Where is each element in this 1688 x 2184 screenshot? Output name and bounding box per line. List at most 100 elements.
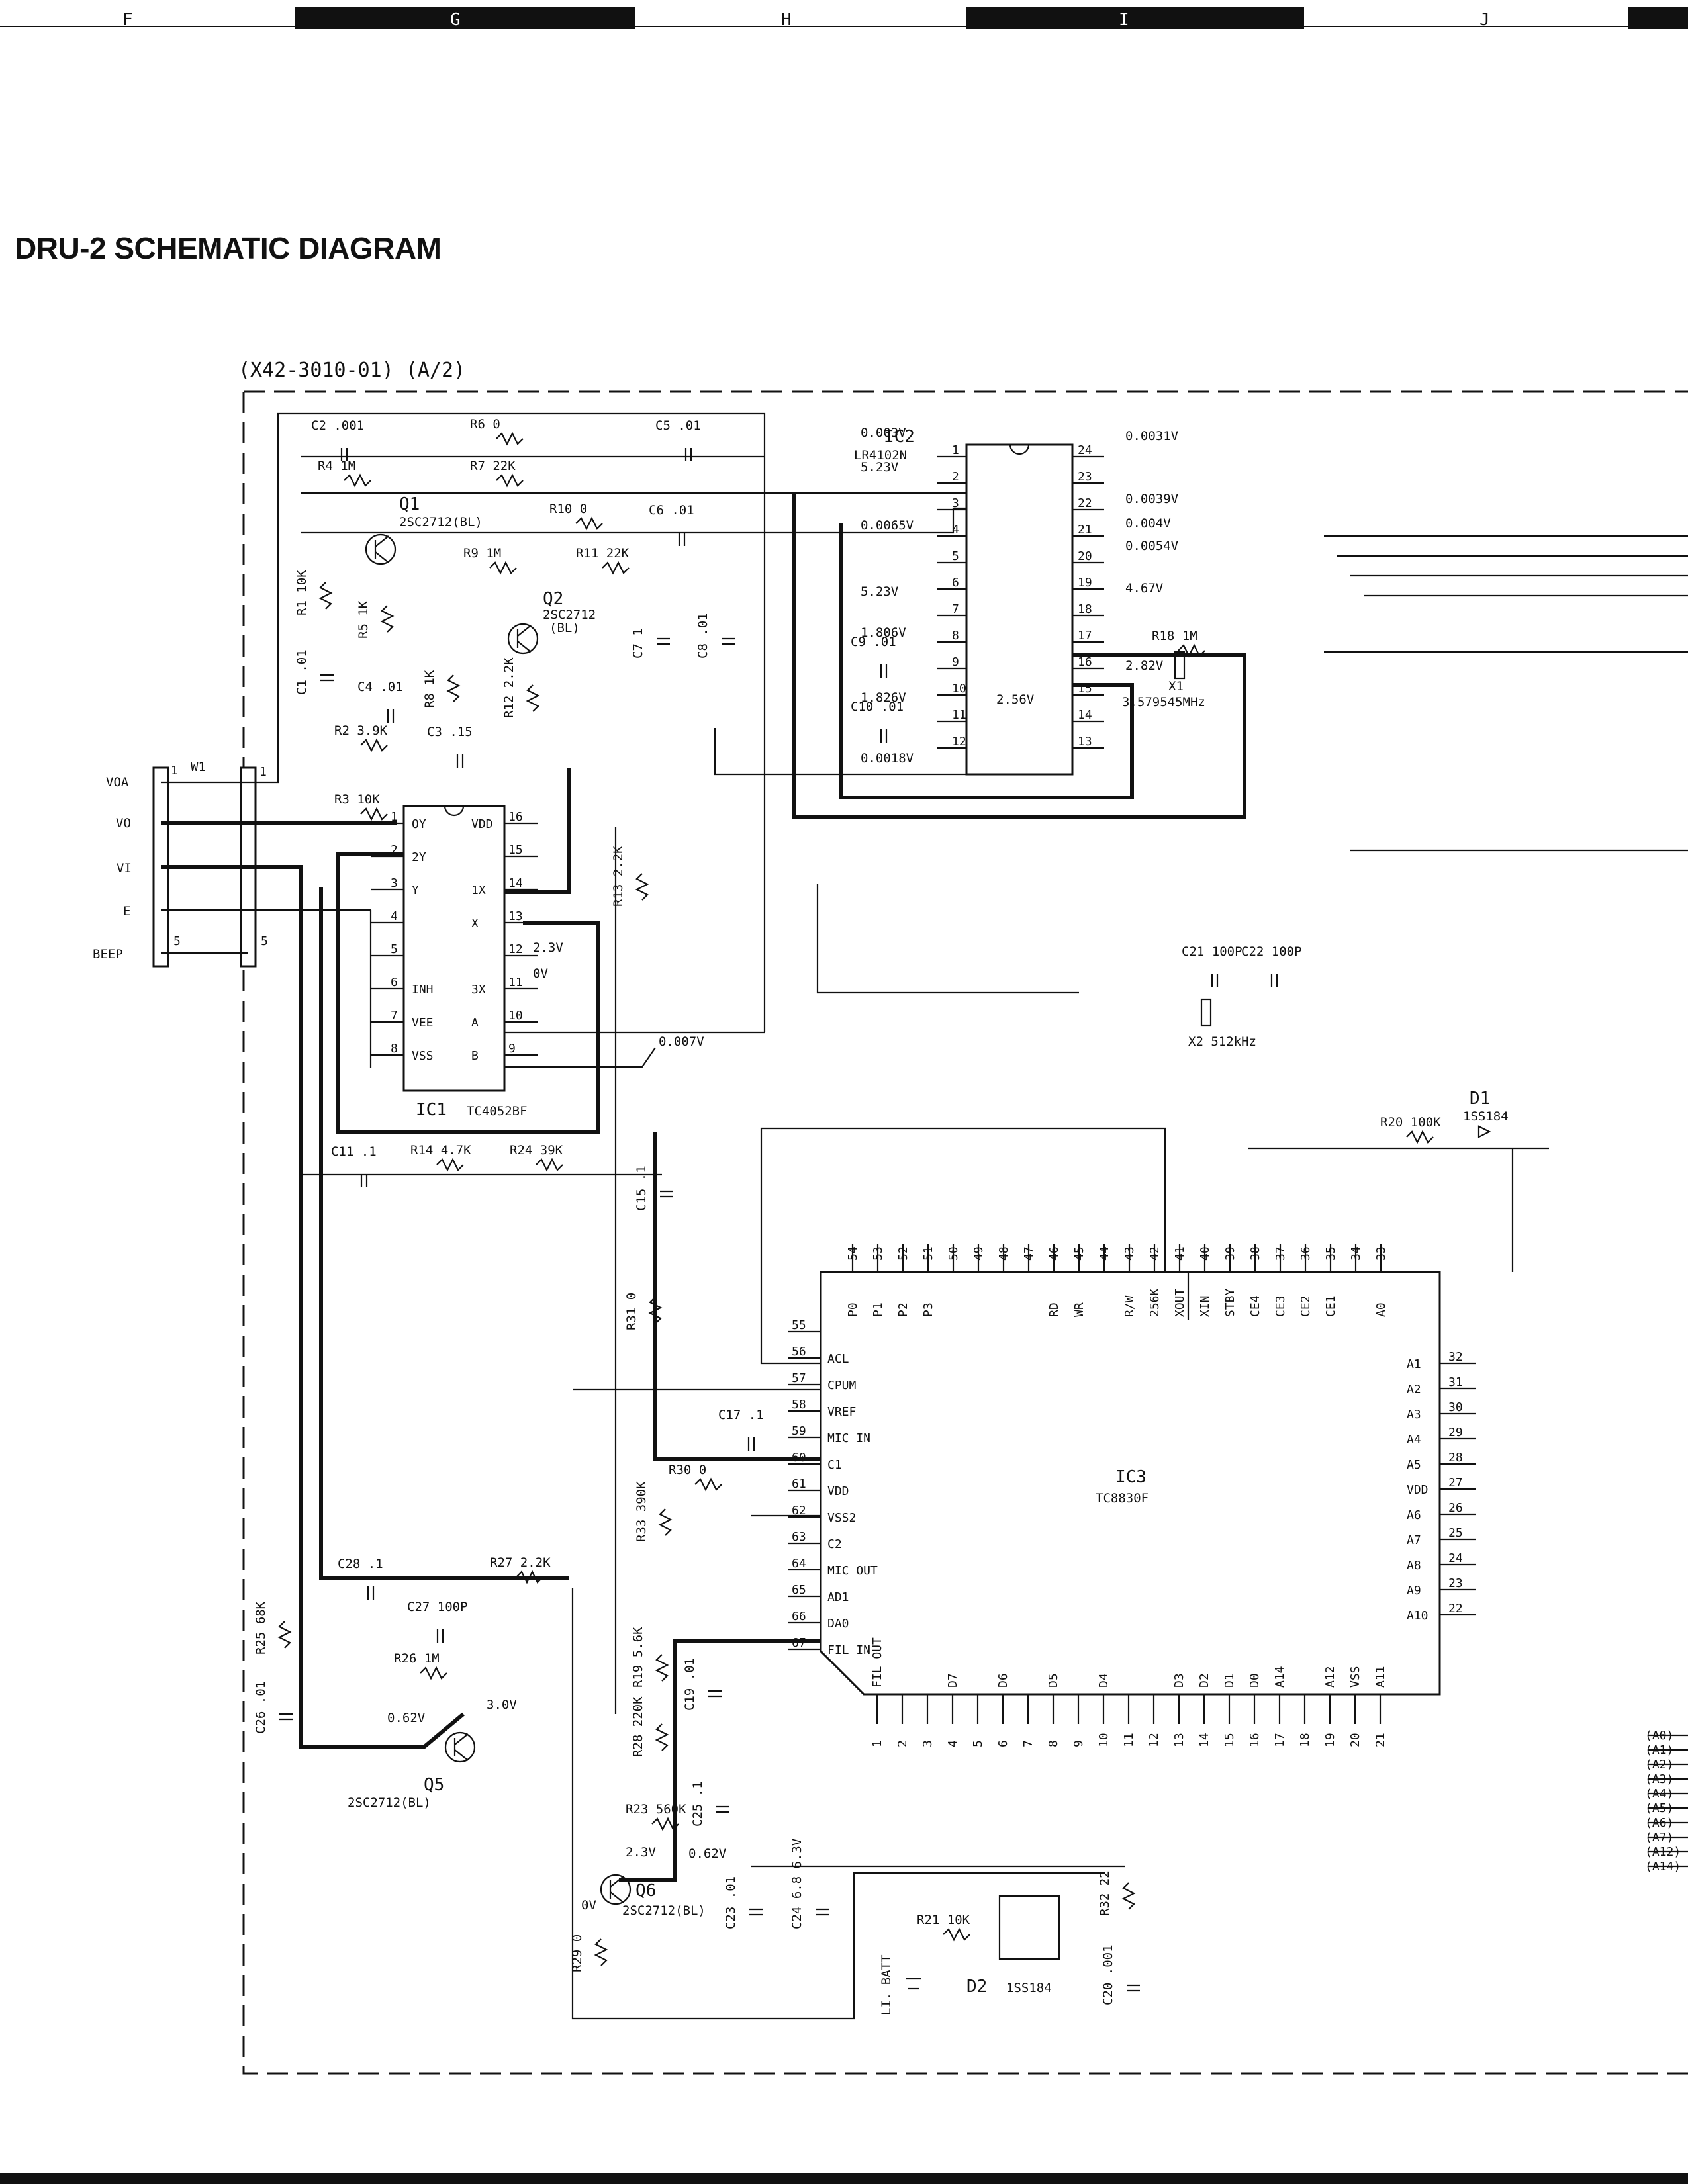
ic3-pin-name: D6 <box>996 1673 1010 1688</box>
resistor-r6: R6 0 <box>470 417 524 446</box>
transistor-emitter <box>517 641 532 653</box>
capacitor-label: C3 .15 <box>427 725 473 739</box>
ic2-voltage: 0.004V <box>1125 516 1171 531</box>
resistor-symbol <box>277 1621 292 1649</box>
ic2: IC2 LR4102N 1234567891011120.003V5.23V0.… <box>854 426 1178 776</box>
ic2-voltage: 0.0039V <box>1125 492 1178 506</box>
main-wiring <box>301 455 1688 2020</box>
resistor-label: R4 1M <box>318 459 355 473</box>
ic1-pin-number: 5 <box>391 942 398 956</box>
ic3-pin-name: VDD <box>827 1484 849 1498</box>
ic1-pin-name: 1X <box>471 884 486 897</box>
ic3-pin-number: 31 <box>1448 1375 1463 1389</box>
ic3-pin-number: 49 <box>972 1246 986 1261</box>
ic3-pin-name: D5 <box>1047 1673 1060 1688</box>
ic2-voltage: 4.67V <box>1125 581 1163 596</box>
capacitor-label: C27 100P <box>407 1600 468 1614</box>
resistor-label: R3 10K <box>334 792 380 807</box>
crystal-x2: X2 512kHz <box>1188 998 1256 1049</box>
capacitor-label: C23 .01 <box>724 1876 738 1929</box>
transistor-symbol <box>600 1874 632 1905</box>
ic1-pin-name: X <box>471 917 479 931</box>
resistor-label: R23 560K <box>626 1802 686 1817</box>
w1-pin-last-left: 5 <box>173 934 181 948</box>
resistor-symbol <box>496 473 524 488</box>
ic2-voltage: 1.806V <box>861 625 906 640</box>
bus-label: (A0) <box>1645 1729 1673 1743</box>
ic3-pin-number: 29 <box>1448 1426 1463 1439</box>
ic1-pin-number: 16 <box>508 810 523 824</box>
resistor-label: R7 22K <box>470 459 516 473</box>
capacitor-c4: C4 .01 <box>357 680 403 723</box>
resistor-r31: R31 0 <box>624 1293 663 1330</box>
ic1-pin-name: OY <box>412 817 426 831</box>
resistor-label: R1 10K <box>295 570 309 615</box>
ruler-label-g: G <box>450 10 461 30</box>
resistor-symbol <box>1121 1882 1136 1910</box>
resistor-symbol <box>489 561 517 575</box>
ic3-pin-name: D1 <box>1223 1673 1237 1688</box>
ic3-pin-number: 57 <box>792 1371 806 1385</box>
capacitor-label: C21 100P <box>1182 944 1243 959</box>
ic3-pin-number: 54 <box>846 1246 860 1261</box>
ruler-label-h: H <box>781 10 792 30</box>
ic3-pin-name: P1 <box>871 1302 885 1317</box>
ic3-pin-number: 20 <box>1348 1733 1362 1747</box>
resistor-symbol <box>536 1158 563 1172</box>
diode-part: 1SS184 <box>1006 1981 1052 1995</box>
ic3-pin-number: 55 <box>792 1318 806 1332</box>
ic3-pin-number: 51 <box>921 1246 935 1261</box>
ic2-voltage: 1.826V <box>861 690 906 705</box>
resistor-label: R19 5.6K <box>631 1627 645 1688</box>
diode-symbol <box>998 1895 1060 1960</box>
transistor-collector <box>454 1733 469 1745</box>
ic3-pin-number: 41 <box>1173 1246 1187 1261</box>
ic3-pin-name: CE4 <box>1248 1295 1262 1317</box>
ic3-pin-number: 65 <box>792 1583 806 1597</box>
ic3-pin-number: 16 <box>1248 1733 1262 1747</box>
diode-ref: D2 <box>966 1977 987 1997</box>
ic2-pin-number: 12 <box>952 735 966 749</box>
lithium-battery: LI. BATT <box>879 1954 921 2015</box>
transistor-voltage: 3.0V <box>487 1698 517 1712</box>
ic3-pin-name: A1 <box>1407 1357 1421 1371</box>
resistor-r9: R9 1M <box>463 546 517 575</box>
ic3-pin-name: A12 <box>1323 1666 1337 1688</box>
resistor-label: R27 2.2K <box>490 1555 551 1570</box>
capacitor-label: C6 .01 <box>649 503 694 518</box>
ic3-pin-number: 56 <box>792 1345 806 1359</box>
ic3-pin-name: WR <box>1072 1302 1086 1317</box>
resistor-symbol <box>694 1477 722 1492</box>
crystal-label: X2 512kHz <box>1188 1034 1256 1049</box>
transistor-ref: Q1 <box>399 494 420 514</box>
transistor-collector <box>517 625 532 637</box>
ic3-pin-name: D2 <box>1197 1673 1211 1688</box>
resistor-label: R31 0 <box>624 1293 639 1330</box>
resistor-label: R28 220K <box>631 1696 645 1757</box>
transistor-emitter <box>454 1749 469 1761</box>
resistor-symbol <box>380 605 395 633</box>
ic2-voltage: 2.82V <box>1125 659 1163 673</box>
board-id: (X42-3010-01) (A/2) <box>238 359 466 382</box>
resistor-r25: R25 68K <box>254 1601 292 1655</box>
crystal-symbol <box>1174 651 1186 680</box>
ic2-center-voltage: 2.56V <box>996 692 1034 707</box>
ic3-pin-name: C1 <box>827 1458 842 1472</box>
w1-pin-first-left: 1 <box>171 764 178 778</box>
ic1-pin-name: 3X <box>471 983 486 997</box>
ic2-pin-number: 17 <box>1078 629 1092 643</box>
transistor-emitter <box>610 1891 624 1903</box>
ic3-pin-number: 50 <box>947 1246 961 1261</box>
resistor-symbol <box>635 873 649 901</box>
resistor-r5: R5 1K <box>356 600 395 639</box>
resistor-symbol <box>943 1927 970 1942</box>
ic2-voltage: 0.0065V <box>861 518 914 533</box>
ic3-pin-number: 45 <box>1072 1246 1086 1261</box>
ic2-pin-number: 2 <box>952 470 959 484</box>
resistor-symbol <box>360 807 388 821</box>
